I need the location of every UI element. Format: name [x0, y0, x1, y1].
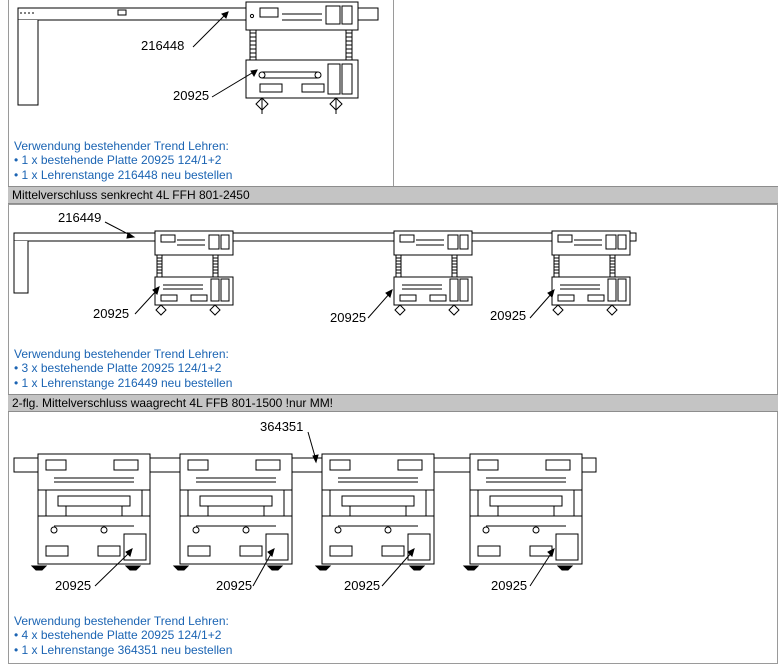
note-item: • 1 x Lehrenstange 364351 neu bestellen [14, 642, 233, 657]
note-heading: Verwendung bestehender Trend Lehren: [14, 614, 229, 628]
label-216449: 216449 [58, 210, 101, 225]
label-20925: 20925 [216, 578, 252, 593]
section2-notes: Verwendung bestehender Trend Lehren: • 3… [14, 347, 232, 390]
note-heading: Verwendung bestehender Trend Lehren: [14, 139, 229, 153]
section2-drawing [13, 230, 637, 316]
label-20925: 20925 [330, 310, 366, 325]
label-20925: 20925 [55, 578, 91, 593]
label-364351: 364351 [260, 419, 303, 434]
section2-header: Mittelverschluss senkrecht 4L FFH 801-24… [8, 186, 778, 204]
note-item: • 1 x Lehrenstange 216449 neu bestellen [14, 375, 233, 390]
section3-notes: Verwendung bestehender Trend Lehren: • 4… [14, 614, 232, 657]
note-item: • 3 x bestehende Platte 20925 124/1+2 [14, 361, 222, 376]
note-heading: Verwendung bestehender Trend Lehren: [14, 347, 229, 361]
label-20925: 20925 [344, 578, 380, 593]
section1-drawing [17, 1, 379, 115]
section3-drawing [13, 453, 597, 571]
note-item: • 1 x bestehende Platte 20925 124/1+2 [14, 153, 222, 168]
label-216448: 216448 [141, 38, 184, 53]
label-20925: 20925 [173, 88, 209, 103]
label-20925: 20925 [491, 578, 527, 593]
section3-header: 2-flg. Mittelverschluss waagrecht 4L FFB… [8, 394, 778, 412]
note-item: • 1 x Lehrenstange 216448 neu bestellen [14, 167, 233, 182]
note-item: • 4 x bestehende Platte 20925 124/1+2 [14, 628, 222, 643]
section1-notes: Verwendung bestehender Trend Lehren: • 1… [14, 139, 232, 182]
label-20925: 20925 [490, 308, 526, 323]
label-20925: 20925 [93, 306, 129, 321]
